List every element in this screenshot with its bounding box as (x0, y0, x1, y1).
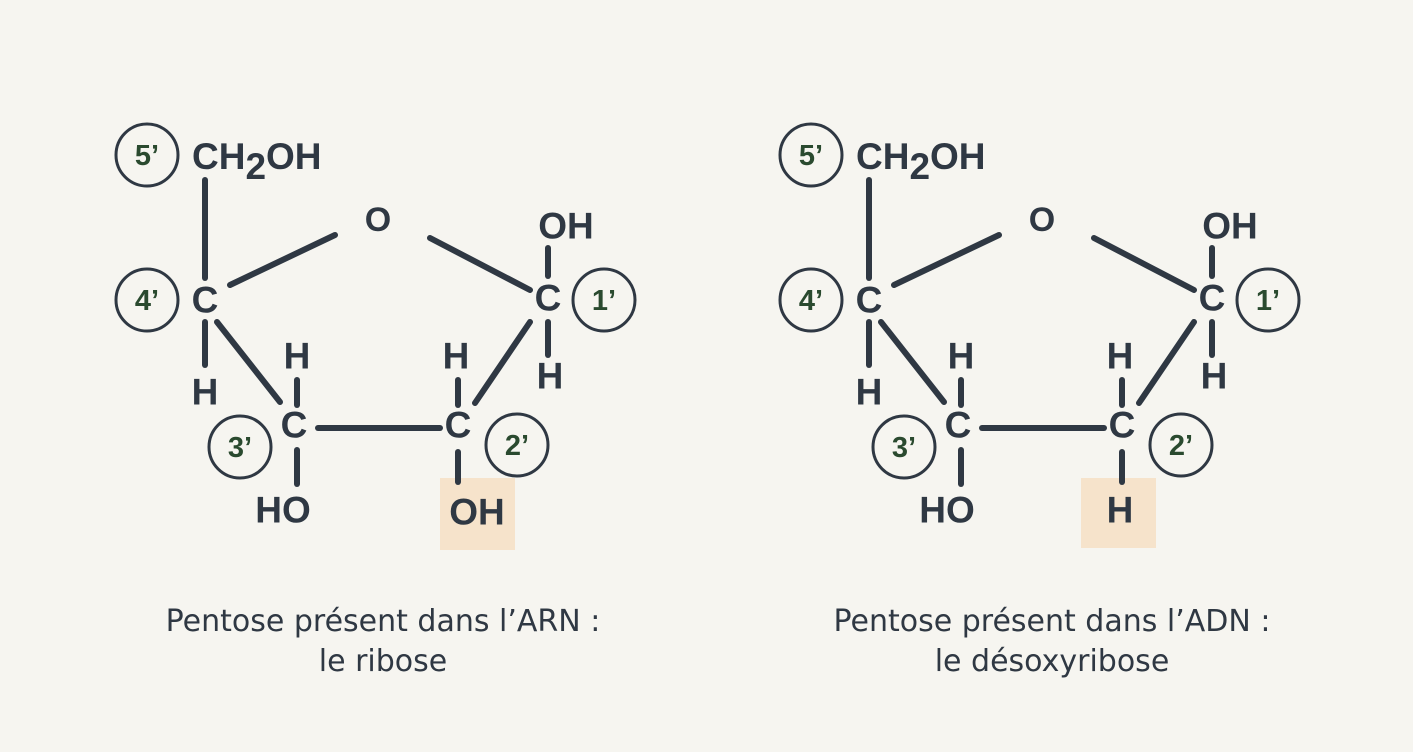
position-circle-2 (1148, 412, 1214, 478)
hydrogen-c2: H (1107, 336, 1134, 377)
bond-o-c1 (427, 235, 533, 293)
bond-c2-c1 (1136, 319, 1197, 406)
position-label-5: 5’ (135, 140, 159, 172)
position-labels: 5’ 4’ 3’ 2’ 1’ (135, 140, 616, 464)
hydrogen-c3: H (284, 336, 311, 377)
position-label-5: 5’ (799, 140, 823, 172)
bond-o-c1 (1091, 235, 1197, 293)
position-circle-3 (207, 414, 273, 480)
position-label-3: 3’ (228, 432, 252, 464)
hydrogen-c4: H (192, 372, 219, 413)
hydrogen-c2: H (443, 336, 470, 377)
bond-c4-o (891, 232, 1002, 288)
substituent-c2: H (1107, 490, 1134, 531)
ring-oxygen: O (1029, 201, 1055, 239)
bond-c4-o (227, 232, 338, 288)
position-circles (778, 122, 1301, 480)
position-label-2: 2’ (505, 430, 529, 462)
highlight-box (440, 478, 515, 550)
hydrogen-c4: H (856, 372, 883, 413)
bonds (866, 177, 1215, 487)
caption-desoxyribose: Pentose présent dans l’ADN : le désoxyri… (772, 602, 1332, 682)
hydrogen-c1: H (1201, 356, 1228, 397)
ch2oh-group: CH2OH (856, 136, 986, 187)
position-circle-5 (114, 122, 180, 188)
position-label-2: 2’ (1169, 430, 1193, 462)
desoxyribose-structure: 5’ 4’ 3’ 2’ 1’ CH2OH O C H OH C H H C HO… (778, 122, 1301, 548)
carbon-2: C (445, 405, 472, 446)
position-circle-3 (871, 414, 937, 480)
hydroxyl-c1: OH (538, 206, 594, 247)
caption-ribose: Pentose présent dans l’ARN : le ribose (103, 602, 663, 682)
position-label-4: 4’ (135, 285, 159, 317)
position-circle-5 (778, 122, 844, 188)
position-circle-4 (778, 267, 844, 333)
bond-c2-c1 (472, 319, 533, 406)
position-circles (114, 122, 637, 480)
bonds (202, 177, 551, 487)
caption-desoxyribose-line2: le désoxyribose (934, 644, 1170, 679)
hydroxyl-c3: HO (919, 490, 975, 531)
ribose-structure: 5’ 4’ 3’ 2’ 1’ CH2OH O C H OH C H H C HO… (114, 122, 637, 550)
carbon-1: C (1199, 278, 1226, 319)
position-circle-2 (484, 412, 550, 478)
hydroxyl-c1: OH (1202, 206, 1258, 247)
hydrogen-c3: H (948, 336, 975, 377)
carbon-3: C (945, 405, 972, 446)
atoms: CH2OH O C H OH C H H C HO H C OH (192, 136, 594, 533)
carbon-1: C (535, 278, 562, 319)
position-circle-1 (1235, 267, 1301, 333)
carbon-2: C (1109, 405, 1136, 446)
bond-c4-c3 (878, 319, 947, 405)
highlight-box (1081, 478, 1156, 548)
atoms: CH2OH O C H OH C H H C HO H C H (856, 136, 1258, 531)
bond-c4-c3 (214, 319, 283, 405)
carbon-3: C (281, 405, 308, 446)
carbon-4: C (192, 280, 219, 321)
position-circle-1 (571, 267, 637, 333)
substituent-c2: OH (449, 492, 505, 533)
carbon-4: C (856, 280, 883, 321)
hydrogen-c1: H (537, 356, 564, 397)
caption-ribose-line2: le ribose (318, 644, 448, 679)
ch2oh-group: CH2OH (192, 136, 322, 187)
caption-ribose-line1: Pentose présent dans l’ARN : (165, 604, 601, 639)
position-label-3: 3’ (892, 432, 916, 464)
position-label-1: 1’ (1256, 285, 1280, 317)
ring-oxygen: O (365, 201, 391, 239)
position-labels: 5’ 4’ 3’ 2’ 1’ (799, 140, 1280, 464)
position-label-4: 4’ (799, 285, 823, 317)
hydroxyl-c3: HO (255, 490, 311, 531)
caption-desoxyribose-line1: Pentose présent dans l’ADN : (833, 604, 1271, 639)
position-label-1: 1’ (592, 285, 616, 317)
position-circle-4 (114, 267, 180, 333)
